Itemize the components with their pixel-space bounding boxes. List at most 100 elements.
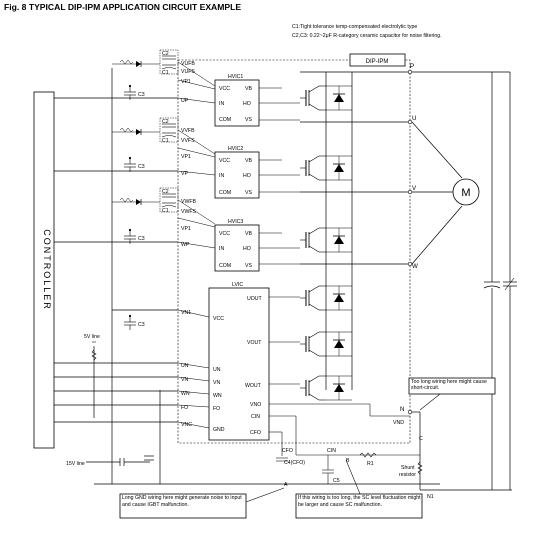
pin-vvfs: VVFS xyxy=(181,138,195,144)
c3-node xyxy=(128,84,132,88)
igbt-collector xyxy=(308,331,320,339)
label-c3-1: C3 xyxy=(138,92,145,98)
bootstrap-resistor xyxy=(119,59,134,65)
terminal-p: P xyxy=(410,63,414,70)
label-5v-line: 5V line xyxy=(84,334,100,340)
c1-plate-2 xyxy=(161,67,177,70)
pin-vufs: VUFS xyxy=(181,69,195,75)
hvic1: HVIC1 VCC VB IN HO COM VS xyxy=(214,74,260,127)
hvic1-vb: VB xyxy=(245,86,252,92)
igbt-collector xyxy=(308,375,320,383)
bootstrap-diode xyxy=(136,199,141,205)
label-c3-3: C3 xyxy=(138,236,145,242)
pin-vn1: VN1 xyxy=(181,310,191,316)
pin-vp1-3: VP1 xyxy=(181,226,191,232)
hvic3-box xyxy=(214,224,260,272)
pin-vnc: VNC xyxy=(181,422,192,428)
hvic3-in: IN xyxy=(219,246,224,252)
hvic2: HVIC2 VCC VB IN HO COM VS xyxy=(214,146,260,199)
vp1-feed xyxy=(177,147,216,158)
callout-sc-box xyxy=(295,493,423,519)
lvic-cin: CIN xyxy=(251,414,260,420)
label-shunt: Shunt xyxy=(401,465,415,471)
lvic-vout: VOUT xyxy=(247,340,262,346)
hvic2-vcc: VCC xyxy=(219,158,230,164)
dip-ipm-outline xyxy=(177,59,411,444)
lvic-vn: VN xyxy=(213,380,220,386)
label-15v-line: 15V line xyxy=(66,461,85,467)
igbt-emitter xyxy=(308,393,320,401)
hvic2-name: HVIC2 xyxy=(228,146,243,152)
callout-gnd-box xyxy=(119,493,247,519)
lvic-vcc: VCC xyxy=(213,316,224,322)
motor-wire-u xyxy=(411,121,463,179)
hvic1-ho: HO xyxy=(243,101,251,107)
pin-vn: VN xyxy=(181,377,188,383)
in3 xyxy=(177,241,216,249)
pin-vp: VP xyxy=(181,171,188,177)
pin-wn: WN xyxy=(181,391,190,397)
in-vn1 xyxy=(177,309,210,318)
hvic2-vs: VS xyxy=(245,190,252,196)
callout-short: Too long wiring here might cause short-c… xyxy=(411,379,487,391)
pin-vwfs: VWFS xyxy=(181,209,197,215)
bootstrap-diode xyxy=(136,129,141,135)
terminal-n: N xyxy=(400,406,404,413)
c1-plate-2 xyxy=(161,135,177,138)
motor-wire-w xyxy=(411,205,463,265)
c3-cap-3: C3 xyxy=(124,228,145,244)
c3-node xyxy=(128,156,132,160)
label-c1-2: C1 xyxy=(162,138,169,144)
terminal-u-dot xyxy=(407,119,413,125)
hvic1-com: COM xyxy=(219,117,231,123)
pin-vvfb: VVFB xyxy=(181,128,195,134)
pin-vp1-1: VP1 xyxy=(181,79,191,85)
hvic3: HVIC3 VCC VB IN HO COM VS xyxy=(214,219,260,272)
hvic3-vcc: VCC xyxy=(219,231,230,237)
in-vn xyxy=(177,376,210,382)
callout-gnd: Long GND wiring here might generate nois… xyxy=(122,495,242,508)
motor xyxy=(452,178,480,206)
pin-up: UP xyxy=(181,98,189,104)
hvic2-vb: VB xyxy=(245,158,252,164)
igbt-cell-4 xyxy=(300,285,352,311)
vp1-feed xyxy=(177,217,216,228)
igbt-cell-3 xyxy=(300,227,352,253)
note-c2c3: C2,C3: 0.22~2μF R-category ceramic capac… xyxy=(292,33,442,39)
igbt-cell-2 xyxy=(300,155,352,181)
vp1-feed xyxy=(177,79,216,90)
in-gnd xyxy=(177,421,210,429)
label-resistor: resistor xyxy=(399,472,416,478)
in-wn xyxy=(177,390,210,395)
lvic-wout: WOUT xyxy=(245,383,262,389)
igbt-cell-6 xyxy=(300,375,352,401)
controller-label: CONTROLLER xyxy=(42,229,52,311)
hvic3-name: HVIC3 xyxy=(228,219,243,225)
lvic-gnd: GND xyxy=(213,427,225,433)
igbt-emitter xyxy=(308,349,320,357)
hvic1-vs: VS xyxy=(245,117,252,123)
lvic-fo: FO xyxy=(213,406,220,412)
igbt-emitter xyxy=(308,303,320,311)
igbt-group xyxy=(300,85,352,401)
igbt-collector xyxy=(308,285,320,293)
terminal-w: W xyxy=(412,263,418,270)
c3-node xyxy=(128,228,132,232)
label-n1: N1 xyxy=(427,494,434,500)
callout-sc: If this wiring is too long, the SC level… xyxy=(298,495,421,508)
c3-cap-4: C3 xyxy=(124,314,145,330)
pin-vnd: VND xyxy=(393,420,404,426)
label-r1: R1 xyxy=(367,461,374,467)
lvic-uout: UOUT xyxy=(247,296,263,302)
pin-vufb: VUFB xyxy=(181,61,195,67)
vb-feed xyxy=(177,61,216,87)
label-c3-4: C3 xyxy=(138,322,145,328)
label-c: C xyxy=(419,436,423,442)
vb-feed xyxy=(177,129,216,155)
label-c5: C5 xyxy=(333,478,340,484)
